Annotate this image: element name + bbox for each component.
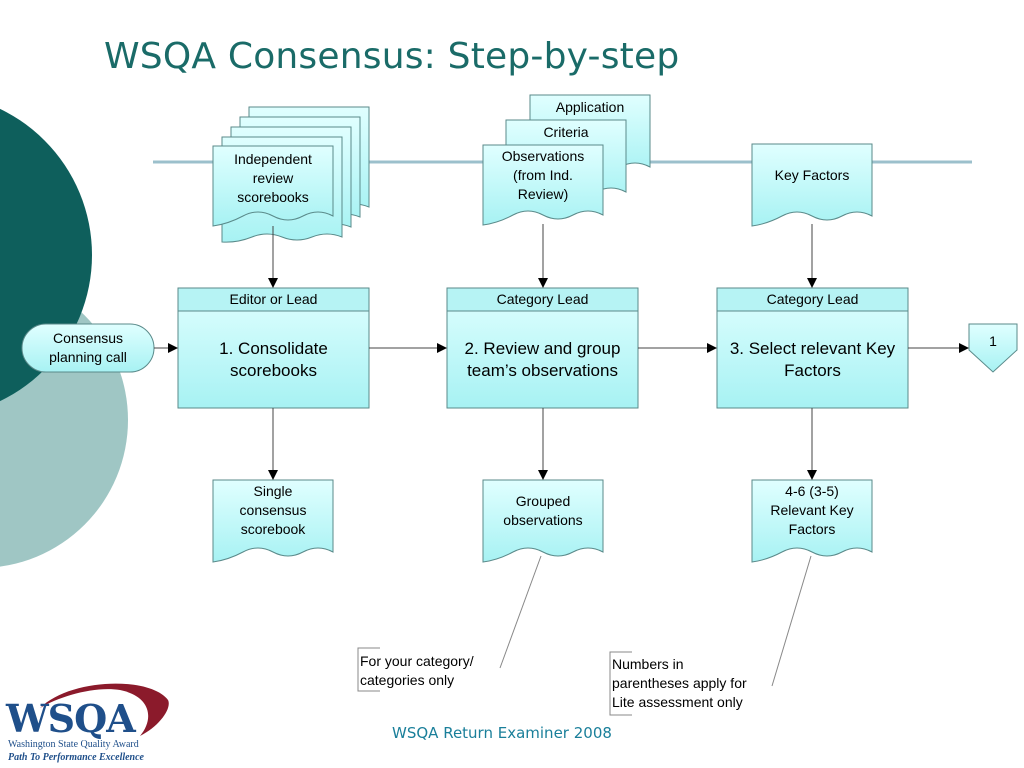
note-line: categories only — [360, 672, 455, 688]
label-line: planning call — [49, 349, 127, 365]
start-label: Consensus planning call — [22, 329, 154, 367]
offpage-connector — [968, 323, 1018, 373]
logo-tagline: Path To Performance Excellence — [8, 752, 144, 763]
note-2-leader — [771, 555, 812, 687]
key-factors-label: Key Factors — [774, 167, 850, 183]
doc-single-consensus-scorebook — [212, 479, 334, 563]
output-1-label: Single consensus scorebook — [213, 482, 333, 539]
label-line: team’s observations — [467, 361, 618, 380]
note-line: For your category/ — [360, 653, 474, 669]
output-3-label: 4-6 (3-5) Relevant Key Factors — [752, 482, 872, 539]
note-line: Lite assessment only — [612, 694, 743, 710]
label-line: review — [252, 170, 294, 186]
step-3-role: Category Lead — [766, 291, 859, 307]
note-1-bracket — [357, 647, 380, 692]
step-1-label: 1. Consolidate scorebooks — [178, 338, 369, 382]
label-line: 2. Review and group — [464, 339, 621, 358]
label-line: Relevant Key — [770, 502, 854, 518]
logo-wordmark: WSQA — [6, 696, 136, 741]
step-1-box — [177, 287, 370, 409]
note-category: For your category/ categories only — [360, 652, 474, 690]
slide-footer: WSQA Return Examiner 2008 — [392, 724, 612, 742]
note-line: parentheses apply for — [612, 675, 747, 691]
label-line: Independent — [234, 151, 312, 167]
step-2-role: Category Lead — [496, 291, 589, 307]
note-line: Numbers in — [612, 656, 684, 672]
doc-relevant-key-factors — [751, 479, 873, 563]
step-1-role: Editor or Lead — [229, 291, 318, 307]
step-2-label: 2. Review and group team’s observations — [447, 338, 638, 382]
note-lite-assessment: Numbers in parentheses apply for Lite as… — [612, 655, 747, 712]
label-line: Review) — [517, 186, 569, 202]
label-line: Factors — [788, 521, 836, 537]
observations-label: Observations (from Ind. Review) — [483, 147, 603, 204]
label-line: consensus — [239, 502, 307, 518]
step-2-box — [446, 287, 639, 409]
output-2-label: Grouped observations — [483, 492, 603, 530]
doc-key-factors — [751, 143, 873, 227]
application-label: Application — [555, 99, 625, 115]
label-line: 4-6 (3-5) — [785, 483, 839, 499]
note-2-bracket — [609, 651, 632, 716]
doc-grouped-observations — [482, 479, 604, 563]
label-line: scorebooks — [237, 189, 309, 205]
label-line: Observations — [501, 148, 585, 164]
logo-subtitle: Washington State Quality Award — [8, 739, 139, 750]
doc-observations — [482, 144, 604, 226]
label-line: (from Ind. — [513, 167, 573, 183]
wsqa-logo: WSQA Washington State Quality Award Path… — [0, 678, 190, 768]
label-line: scorebooks — [230, 361, 317, 380]
criteria-label: Criteria — [543, 124, 589, 140]
label-line: Consensus — [52, 330, 124, 346]
step-3-label: 3. Select relevant Key Factors — [717, 338, 908, 382]
doc-stack-independent-scorebooks — [212, 106, 370, 243]
label-line: 3. Select relevant Key — [729, 339, 896, 358]
label-line: observations — [503, 512, 583, 528]
label-line: Grouped — [515, 493, 571, 509]
note-1-leader — [499, 555, 542, 669]
label-line: Single — [253, 483, 293, 499]
label-line: Factors — [784, 361, 841, 380]
connector-label: 1 — [989, 333, 997, 349]
slide-title: WSQA Consensus: Step-by-step — [104, 36, 680, 77]
label-line: scorebook — [240, 521, 306, 537]
label-line: 1. Consolidate — [219, 339, 328, 358]
independent-scorebooks-label: Independent review scorebooks — [213, 150, 333, 207]
